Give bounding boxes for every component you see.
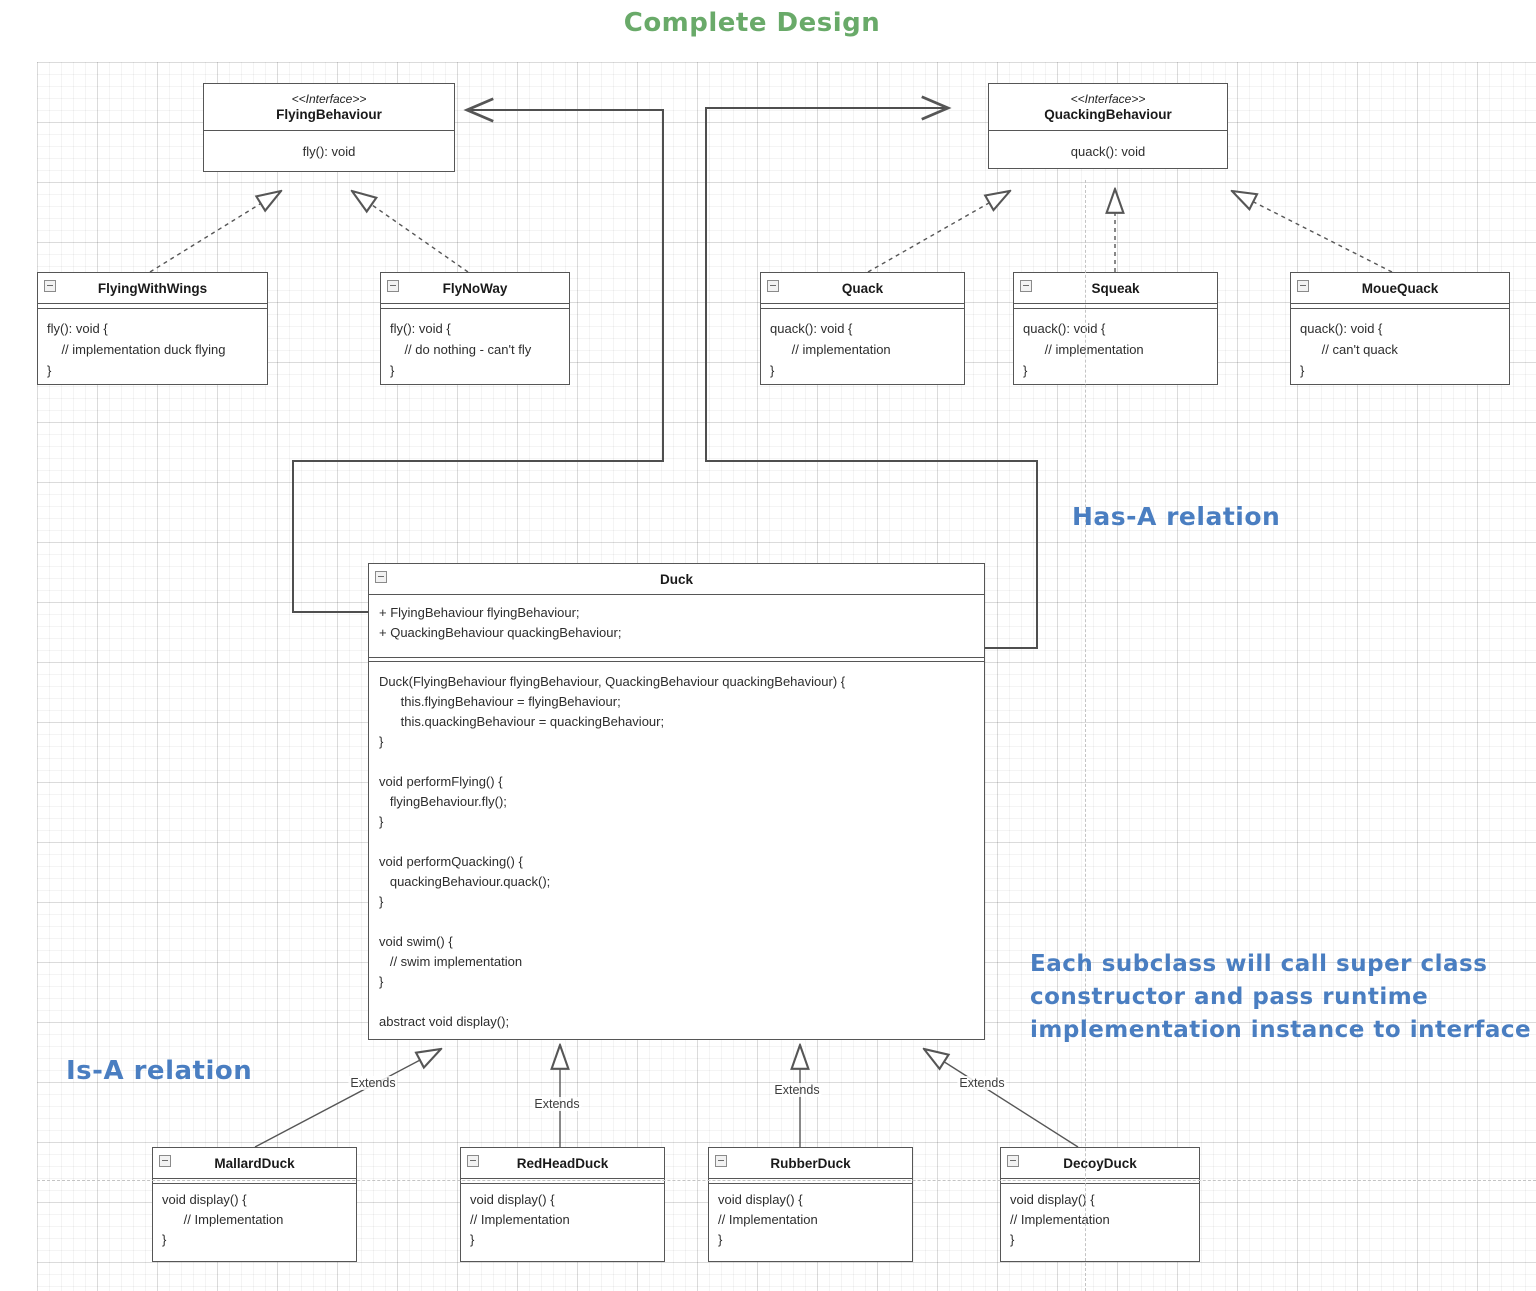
edge-label-extends: Extends [957,1076,1007,1090]
class-header: Duck [369,564,984,595]
stereotype-label: <<Interface>> [291,92,367,106]
class-title: MallardDuck [214,1155,295,1171]
collapse-icon[interactable] [387,280,399,292]
generalization-decoyduck-duck[interactable] [924,1049,1079,1148]
class-header: RedHeadDuck [461,1148,664,1179]
compartment-divider [1014,304,1217,309]
realization-mouequack-quackingbehaviour[interactable] [1232,191,1393,273]
diagram-title: Complete Design [623,8,881,38]
class-header: MallardDuck [153,1148,356,1179]
realization-flyingwithwings-flyingbehaviour[interactable] [149,191,281,273]
annotation-has-a: Has-A relation [1072,502,1281,531]
compartment-divider [761,304,964,309]
compartment-divider [461,1179,664,1184]
class-header: Squeak [1014,273,1217,304]
class-body: fly(): void { // implementation duck fly… [47,321,226,378]
annotation-subclass-note: Each subclass will call super class cons… [1030,951,1532,1043]
association-duck-quackingbehaviour[interactable] [705,95,1038,649]
association-duck-flyingbehaviour[interactable] [292,97,664,613]
class-header: <<Interface>> QuackingBehaviour [989,84,1227,131]
class-box-rubberduck[interactable]: RubberDuck void display() { // Implement… [708,1147,913,1262]
class-body: void display() { // Implementation } [162,1192,284,1247]
class-body: void display() { // Implementation } [470,1192,570,1247]
class-title: Duck [659,571,693,587]
stereotype-label: <<Interface>> [1070,92,1146,106]
collapse-icon[interactable] [1297,280,1309,292]
class-box-flynoway[interactable]: FlyNoWay fly(): void { // do nothing - c… [380,272,570,385]
class-box-mallardduck[interactable]: MallardDuck void display() { // Implemen… [152,1147,357,1262]
class-header: MoueQuack [1291,273,1509,304]
class-title: QuackingBehaviour [1044,107,1172,122]
class-header: DecoyDuck [1001,1148,1199,1179]
class-title: Quack [841,280,884,296]
compartment-divider [709,1179,912,1184]
collapse-icon[interactable] [715,1155,727,1167]
class-box-squeak[interactable]: Squeak quack(): void { // implementation… [1013,272,1218,385]
class-fields: + FlyingBehaviour flyingBehaviour; + Qua… [369,595,984,658]
class-title: FlyingWithWings [97,280,208,296]
class-body: void display() { // Implementation } [718,1192,818,1247]
collapse-icon[interactable] [44,280,56,292]
collapse-icon[interactable] [1007,1155,1019,1167]
edge-label-extends: Extends [532,1097,582,1111]
class-box-mouequack[interactable]: MoueQuack quack(): void { // can't quack… [1290,272,1510,385]
method-label: quack(): void [1070,143,1146,159]
compartment-divider [153,1179,356,1184]
class-title: DecoyDuck [1063,1155,1137,1171]
collapse-icon[interactable] [375,571,387,583]
compartment-divider [1291,304,1509,309]
collapse-icon[interactable] [159,1155,171,1167]
class-box-quackingbehaviour[interactable]: <<Interface>> QuackingBehaviour quack():… [988,83,1228,169]
compartment-divider [38,304,267,309]
class-title: RedHeadDuck [516,1155,609,1171]
class-box-decoyduck[interactable]: DecoyDuck void display() { // Implementa… [1000,1147,1200,1262]
realization-quack-quackingbehaviour[interactable] [867,191,1010,273]
collapse-icon[interactable] [467,1155,479,1167]
class-header: RubberDuck [709,1148,912,1179]
class-methods: Duck(FlyingBehaviour flyingBehaviour, Qu… [379,674,846,1029]
class-box-flyingwithwings[interactable]: FlyingWithWings fly(): void { // impleme… [37,272,268,385]
method-label: fly(): void [302,143,356,159]
class-header: Quack [761,273,964,304]
class-body: quack(): void { // implementation } [1023,321,1144,378]
class-box-duck[interactable]: Duck + FlyingBehaviour flyingBehaviour; … [368,563,985,1040]
class-header: <<Interface>> FlyingBehaviour [204,84,454,131]
collapse-icon[interactable] [1020,280,1032,292]
annotation-is-a: Is-A relation [66,1056,253,1086]
class-box-flyingbehaviour[interactable]: <<Interface>> FlyingBehaviour fly(): voi… [203,83,455,172]
class-body: quack(): void { // can't quack } [1300,321,1398,378]
class-body: fly(): void { // do nothing - can't fly … [390,321,532,378]
compartment-divider [1001,1179,1199,1184]
class-header: FlyingWithWings [38,273,267,304]
realization-flynoway-flyingbehaviour[interactable] [352,191,469,273]
class-box-redheadduck[interactable]: RedHeadDuck void display() { // Implemen… [460,1147,665,1262]
edge-label-extends: Extends [772,1083,822,1097]
class-title: RubberDuck [770,1155,851,1171]
collapse-icon[interactable] [767,280,779,292]
class-body: quack(): void { // implementation } [770,321,891,378]
class-title: MoueQuack [1361,280,1439,296]
edge-label-extends: Extends [348,1076,398,1090]
compartment-divider [381,304,569,309]
compartment-divider [369,658,984,662]
class-title: FlyingBehaviour [276,107,382,122]
class-box-quack[interactable]: Quack quack(): void { // implementation … [760,272,965,385]
class-title: Squeak [1091,280,1140,296]
class-body: void display() { // Implementation } [1010,1192,1110,1247]
class-title: FlyNoWay [442,280,508,296]
class-header: FlyNoWay [381,273,569,304]
generalization-mallardduck-duck[interactable] [254,1049,441,1148]
